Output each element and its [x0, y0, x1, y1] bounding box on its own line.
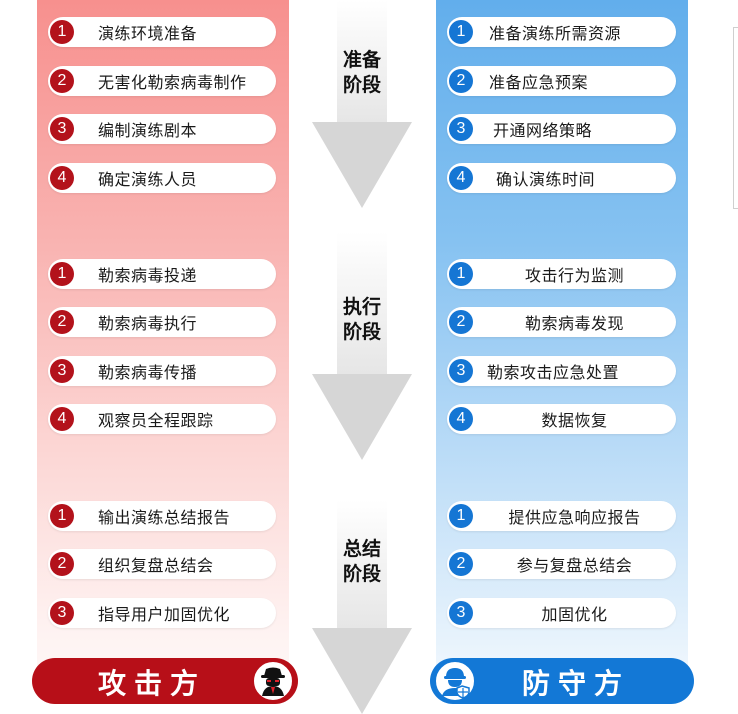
step-number-badge: 2: [50, 69, 74, 93]
step-number-badge: 2: [50, 310, 74, 334]
phase-arrow-exec: 执行 阶段: [312, 232, 412, 464]
defender-prep-step-2: 2 准备应急预案: [447, 66, 676, 96]
arrow-down-icon: [312, 374, 412, 460]
defender-summary-step-1: 1 提供应急响应报告: [447, 501, 676, 531]
step-number-badge: 4: [50, 166, 74, 190]
step-number-badge: 4: [50, 407, 74, 431]
attacker-exec-step-2: 2 勒索病毒执行: [48, 307, 276, 337]
phase-label-prep: 准备 阶段: [342, 49, 381, 96]
attacker-exec-step-1: 1 勒索病毒投递: [48, 259, 276, 289]
step-label: 输出演练总结报告: [98, 508, 231, 527]
step-label: 组织复盘总结会: [98, 556, 214, 575]
step-label: 编制演练剧本: [98, 121, 198, 140]
defender-footer-banner: 防守方: [430, 658, 694, 704]
phase-label-exec: 执行 阶段: [342, 296, 381, 343]
arrow-shaft: [337, 232, 387, 374]
step-number-badge: 3: [449, 117, 473, 141]
attacker-summary-step-3: 3 指导用户加固优化: [48, 598, 276, 628]
step-label: 提供应急响应报告: [508, 508, 641, 527]
step-number-badge: 4: [449, 407, 473, 431]
defender-summary-step-2: 2 参与复盘总结会: [447, 549, 676, 579]
defender-exec-step-2: 2 勒索病毒发现: [447, 307, 676, 337]
step-number-badge: 4: [449, 166, 473, 190]
step-label: 无害化勒索病毒制作: [98, 73, 247, 92]
side-frame: [733, 27, 738, 209]
attacker-prep-step-1: 1 演练环境准备: [48, 17, 276, 47]
attacker-footer-banner: 攻击方: [32, 658, 298, 704]
hacker-icon: [252, 660, 294, 702]
step-label: 准备应急预案: [489, 73, 589, 92]
phase-arrow-prep: 准备 阶段: [312, 0, 412, 210]
step-label: 勒索病毒投递: [98, 266, 198, 285]
step-number-badge: 2: [449, 552, 473, 576]
step-number-badge: 1: [449, 262, 473, 286]
step-label: 确认演练时间: [496, 170, 596, 189]
step-number-badge: 3: [50, 359, 74, 383]
step-number-badge: 2: [50, 552, 74, 576]
step-label: 勒索病毒执行: [98, 314, 198, 333]
step-label: 勒索攻击应急处置: [487, 363, 620, 382]
defender-summary-step-3: 3 加固优化: [447, 598, 676, 628]
defender-prep-step-4: 4 确认演练时间: [447, 163, 676, 193]
phase-arrow-summary: 总结 阶段: [312, 500, 412, 714]
arrow-down-icon: [312, 628, 412, 714]
attacker-panel: 1 演练环境准备 2 无害化勒索病毒制作 3 编制演练剧本 4 确定演练人员 1…: [37, 0, 289, 690]
attacker-prep-step-3: 3 编制演练剧本: [48, 114, 276, 144]
attacker-prep-step-2: 2 无害化勒索病毒制作: [48, 66, 276, 96]
step-number-badge: 1: [449, 504, 473, 528]
attacker-prep-step-4: 4 确定演练人员: [48, 163, 276, 193]
step-label: 勒索病毒传播: [98, 363, 198, 382]
step-label: 演练环境准备: [98, 24, 198, 43]
defender-prep-step-1: 1 准备演练所需资源: [447, 17, 676, 47]
defender-exec-step-4: 4 数据恢复: [447, 404, 676, 434]
step-label: 确定演练人员: [98, 170, 198, 189]
attacker-summary-step-1: 1 输出演练总结报告: [48, 501, 276, 531]
step-number-badge: 1: [50, 262, 74, 286]
step-number-badge: 3: [449, 359, 473, 383]
step-number-badge: 3: [50, 117, 74, 141]
step-label: 开通网络策略: [493, 121, 593, 140]
arrow-shaft: [337, 500, 387, 628]
defender-exec-step-1: 1 攻击行为监测: [447, 259, 676, 289]
step-label: 攻击行为监测: [524, 266, 624, 285]
attacker-title: 攻击方: [98, 667, 207, 700]
step-label: 准备演练所需资源: [489, 24, 622, 43]
arrow-shaft: [337, 0, 387, 122]
step-number-badge: 1: [50, 504, 74, 528]
attacker-exec-step-3: 3 勒索病毒传播: [48, 356, 276, 386]
security-worker-shield-icon: [434, 660, 476, 702]
step-label: 参与复盘总结会: [516, 556, 633, 575]
attacker-summary-step-2: 2 组织复盘总结会: [48, 549, 276, 579]
phase-label-summary: 总结 阶段: [342, 538, 381, 585]
defender-prep-step-3: 3 开通网络策略: [447, 114, 676, 144]
defender-exec-step-3: 3 勒索攻击应急处置: [447, 356, 676, 386]
step-label: 指导用户加固优化: [98, 605, 231, 624]
step-label: 观察员全程跟踪: [98, 411, 214, 430]
defender-title: 防守方: [522, 667, 631, 700]
step-label: 数据恢复: [541, 411, 608, 430]
defender-panel: 1 准备演练所需资源 2 准备应急预案 3 开通网络策略 4 确认演练时间 1 …: [436, 0, 688, 690]
arrow-down-icon: [312, 122, 412, 208]
step-number-badge: 2: [449, 69, 473, 93]
step-number-badge: 3: [50, 601, 74, 625]
attacker-exec-step-4: 4 观察员全程跟踪: [48, 404, 276, 434]
step-label: 加固优化: [541, 605, 608, 624]
step-label: 勒索病毒发现: [524, 314, 624, 333]
step-number-badge: 3: [449, 601, 473, 625]
step-number-badge: 2: [449, 310, 473, 334]
step-number-badge: 1: [50, 20, 74, 44]
step-number-badge: 1: [449, 20, 473, 44]
